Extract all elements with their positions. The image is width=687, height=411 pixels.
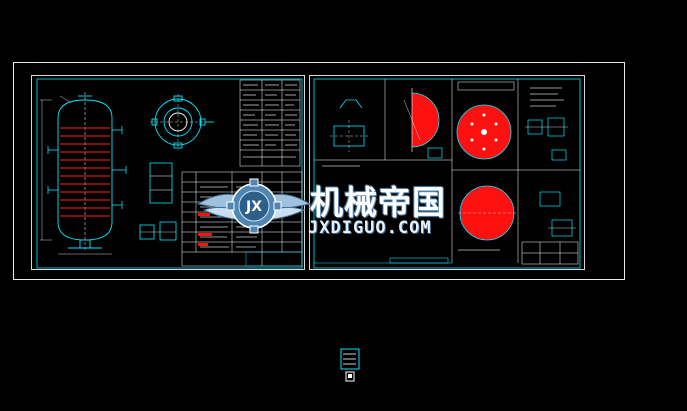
vessel-elevation-view [57,92,113,250]
flange-top-view [150,94,214,150]
sheet-1-border [31,75,305,270]
sheet-2-border [309,75,585,270]
mini-navigation-view[interactable] [340,348,360,384]
title-block-sheet-2 [521,241,579,265]
technical-notes-table [239,79,301,167]
vessel-nozzles [47,126,127,209]
vessel-tube-bundle [60,127,110,217]
bottom-strip-sheet-2 [314,257,452,264]
detail-section-1 [139,162,177,241]
technical-notes-text [243,84,297,158]
small-details-right [525,117,576,237]
tube-sheet-full-view [456,81,515,160]
watermark-title: 机械帝国 [310,183,446,222]
parts-list-red-marks [198,213,212,246]
site-watermark: JX 机械帝国 JXDIGUO.COM [196,174,496,244]
watermark-url: JXDIGUO.COM [308,218,432,238]
vessel-dimension-lines [40,95,112,255]
detail-cross-section [330,99,368,152]
gear-wings-logo-icon: JX [196,178,312,234]
half-tube-sheet-view [403,88,443,159]
sheet-1-assembly-drawing [36,78,303,269]
logo-letters: JX [245,199,262,215]
notes-text-right [322,87,564,251]
baffle-plate-view [458,185,516,241]
sheet-2-detail-drawing [313,78,581,269]
drawing-outer-frame [13,62,625,280]
